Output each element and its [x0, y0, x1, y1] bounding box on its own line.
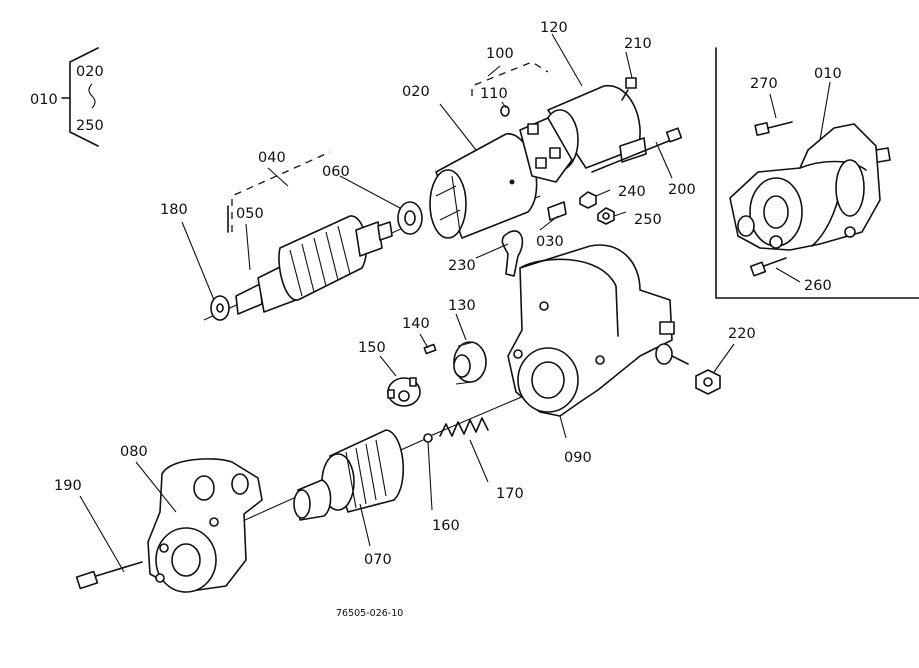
label-160: 160 — [432, 518, 460, 534]
part-150-clutch-holder — [387, 377, 421, 407]
label-020: 020 — [402, 84, 430, 100]
assembly-bracket: 010 020 250 — [30, 47, 104, 147]
label-220: 220 — [728, 326, 756, 342]
part-190-bolt — [75, 561, 143, 590]
inset-frame — [715, 47, 919, 299]
label-030: 030 — [536, 234, 564, 250]
label-170: 170 — [496, 486, 524, 502]
part-110-brush — [500, 105, 510, 117]
label-080: 080 — [120, 444, 148, 460]
part-220-nut — [695, 369, 721, 395]
label-120: 120 — [540, 20, 568, 36]
part-250-nut — [597, 207, 615, 225]
inset-bolt-lower-label: 260 — [804, 278, 832, 294]
part-070-overrunning-clutch — [293, 429, 405, 521]
part-210-screw — [621, 77, 637, 101]
label-240: 240 — [618, 184, 646, 200]
inset-starter-body — [729, 123, 891, 251]
label-040: 040 — [258, 150, 286, 166]
part-200-through-bolt — [591, 127, 683, 173]
part-240-nut — [579, 191, 597, 209]
part-100-brush-holder — [519, 117, 573, 183]
label-150: 150 — [358, 340, 386, 356]
label-060: 060 — [322, 164, 350, 180]
inset-assembly-view: 270 010 260 — [715, 47, 919, 299]
part-050-armature — [235, 215, 393, 315]
part-160-ball — [423, 433, 433, 443]
label-130: 130 — [448, 298, 476, 314]
range-tilde — [88, 83, 96, 109]
part-060-bearing — [397, 201, 423, 235]
bracket-to-label: 250 — [76, 118, 104, 134]
label-110: 110 — [480, 86, 508, 102]
label-200: 200 — [668, 182, 696, 198]
part-080-drive-housing — [147, 458, 263, 593]
group-100-bracket — [471, 61, 549, 96]
part-020-yoke — [429, 133, 538, 239]
inset-bolt-lower — [749, 257, 787, 277]
part-090-magnetic-switch — [507, 244, 689, 417]
bracket-from-label: 020 — [76, 64, 104, 80]
inset-assembly-label: 010 — [814, 66, 842, 82]
label-100: 100 — [486, 46, 514, 62]
part-230-lead-wire — [501, 230, 524, 277]
label-070: 070 — [364, 552, 392, 568]
inset-bolt-upper-label: 270 — [750, 76, 778, 92]
label-050: 050 — [236, 206, 264, 222]
label-210: 210 — [624, 36, 652, 52]
label-190: 190 — [54, 478, 82, 494]
label-140: 140 — [402, 316, 430, 332]
label-230: 230 — [448, 258, 476, 274]
part-140-pin — [423, 343, 437, 355]
inset-bolt-upper — [754, 121, 793, 136]
part-030-connector — [547, 201, 567, 221]
part-180-washer — [210, 295, 230, 321]
drawing-code: 76505-026-10 — [336, 608, 403, 619]
label-180: 180 — [160, 202, 188, 218]
part-170-spring — [439, 417, 489, 437]
label-090: 090 — [564, 450, 592, 466]
label-250: 250 — [634, 212, 662, 228]
part-130-gear — [453, 341, 487, 385]
group-040-bracket — [231, 151, 331, 232]
bracket-parent-label: 010 — [30, 92, 58, 108]
